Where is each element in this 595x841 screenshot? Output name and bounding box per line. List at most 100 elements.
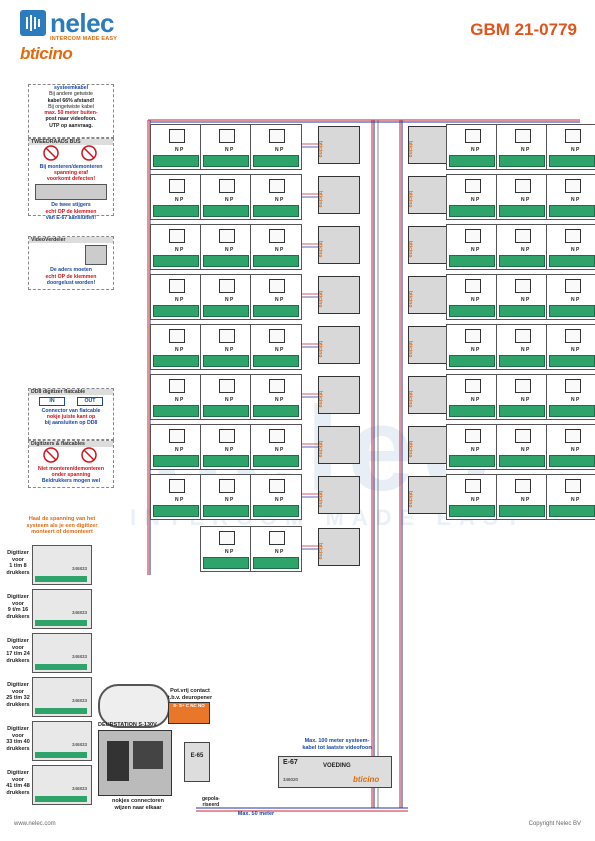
note-flat-title: DD8 digitizer flatcable — [29, 389, 113, 396]
e67-power-supply: E-67 VOEDING bticino 346020 — [278, 756, 392, 788]
max50-label: Max. 50 meter — [237, 811, 275, 817]
nelec-logo-icon — [20, 10, 46, 36]
note-text: Niet monteren/demonteren — [37, 465, 104, 472]
videophone-outlet: N P — [546, 224, 595, 270]
outlet-terminals: N P — [275, 549, 284, 555]
flat-in-label: IN — [39, 397, 65, 406]
terminal-block — [499, 505, 545, 517]
terminal-block — [253, 305, 299, 317]
brand-tagline: INTERCOM MADE EASY — [50, 36, 118, 42]
note-bus: TWEEDRAADS BUS Bij monteren/demonteren s… — [28, 138, 114, 221]
videophone-outlet: N P — [546, 424, 595, 470]
terminal-block — [449, 455, 495, 467]
distributor-logo: bticino — [317, 391, 323, 408]
outlet-terminals: N P — [175, 197, 184, 203]
terminal-block — [203, 557, 249, 569]
note-digitizers: Digitizers & flatcables Niet monteren/de… — [28, 440, 114, 488]
videophone-icon — [219, 379, 235, 393]
videophone-outlet: N P — [150, 324, 202, 370]
outlet-terminals: N P — [225, 497, 234, 503]
videophone-icon — [515, 429, 531, 443]
outlet-terminals: N P — [571, 447, 580, 453]
no-power-icon — [43, 145, 97, 162]
terminal-block — [499, 305, 545, 317]
videophone-icon — [169, 229, 185, 243]
note-text: onder spanning — [51, 471, 91, 478]
note-text: echt OP de klemmen — [45, 273, 97, 280]
outlet-terminals: N P — [571, 297, 580, 303]
videophone-outlet: N P — [446, 424, 498, 470]
videophone-outlet: N P — [150, 124, 202, 170]
videophone-icon — [169, 179, 185, 193]
videophone-icon — [219, 229, 235, 243]
videophone-outlet: N P — [546, 124, 595, 170]
outlet-terminals: N P — [175, 397, 184, 403]
outlet-terminals: N P — [521, 447, 530, 453]
outlet-terminals: N P — [571, 347, 580, 353]
videophone-icon — [219, 479, 235, 493]
videophone-icon — [565, 129, 581, 143]
note-text: Bij andere getwiste — [49, 91, 93, 98]
note-text: De aders moeten — [50, 267, 92, 274]
video-distributor: bticino — [317, 126, 360, 164]
videophone-icon — [219, 429, 235, 443]
videophone-icon — [219, 279, 235, 293]
videophone-icon — [565, 229, 581, 243]
videophone-outlet: N P — [446, 374, 498, 420]
videophone-icon — [169, 379, 185, 393]
note-text: doorgelust worden! — [46, 279, 96, 286]
videophone-icon — [219, 329, 235, 343]
videophone-icon — [169, 329, 185, 343]
outlet-terminals: N P — [275, 347, 284, 353]
footer-website[interactable]: www.nelec.com — [14, 821, 56, 827]
videophone-outlet: N P — [546, 174, 595, 220]
outlet-terminals: N P — [471, 397, 480, 403]
terminal-block — [203, 505, 249, 517]
terminal-block — [549, 305, 595, 317]
terminal-block — [253, 205, 299, 217]
entrance-label: DEURSTATION S-130V — [98, 722, 157, 728]
digitizer-code: 346833 — [71, 610, 87, 615]
terminal-block — [203, 205, 249, 217]
terminal-block — [253, 405, 299, 417]
videophone-icon — [219, 179, 235, 193]
outlet-terminals: N P — [225, 397, 234, 403]
outlet-terminals: N P — [521, 197, 530, 203]
videophone-icon — [269, 479, 285, 493]
relay-contact: S- S+ C NC NO — [168, 702, 210, 724]
distributor-logo: bticino — [407, 491, 413, 508]
terminal-block — [253, 155, 299, 167]
video-distributor: bticino — [407, 376, 450, 414]
outlet-terminals: N P — [571, 247, 580, 253]
outlet-terminals: N P — [521, 297, 530, 303]
terminal-block — [203, 255, 249, 267]
videophone-icon — [565, 429, 581, 443]
note-text: Connector van flatcable — [41, 407, 101, 414]
outlet-terminals: N P — [471, 147, 480, 153]
outlet-terminals: N P — [225, 247, 234, 253]
terminal-block — [153, 455, 199, 467]
videophone-outlet: N P — [496, 474, 548, 520]
videophone-icon — [465, 479, 481, 493]
note-cable: systeemkabel Bij andere getwiste kabel 6… — [28, 84, 114, 138]
note-text: spanning eraf — [53, 169, 88, 176]
outlet-terminals: N P — [225, 347, 234, 353]
videophone-icon — [269, 329, 285, 343]
outlet-terminals: N P — [471, 497, 480, 503]
digitizer-code: 346833 — [71, 742, 87, 747]
distributor-logo: bticino — [317, 291, 323, 308]
outlet-terminals: N P — [275, 197, 284, 203]
videophone-icon — [169, 129, 185, 143]
distributor-logo: bticino — [317, 241, 323, 258]
videophone-icon — [269, 229, 285, 243]
videophone-outlet: N P — [446, 274, 498, 320]
polarized-label: gepola-riseerd — [202, 796, 220, 808]
max100-label: Max. 100 meter systeem-kabel tot laatste… — [302, 738, 372, 751]
outlet-terminals: N P — [471, 247, 480, 253]
terminal-block — [549, 255, 595, 267]
distributor-logo: bticino — [317, 543, 323, 560]
